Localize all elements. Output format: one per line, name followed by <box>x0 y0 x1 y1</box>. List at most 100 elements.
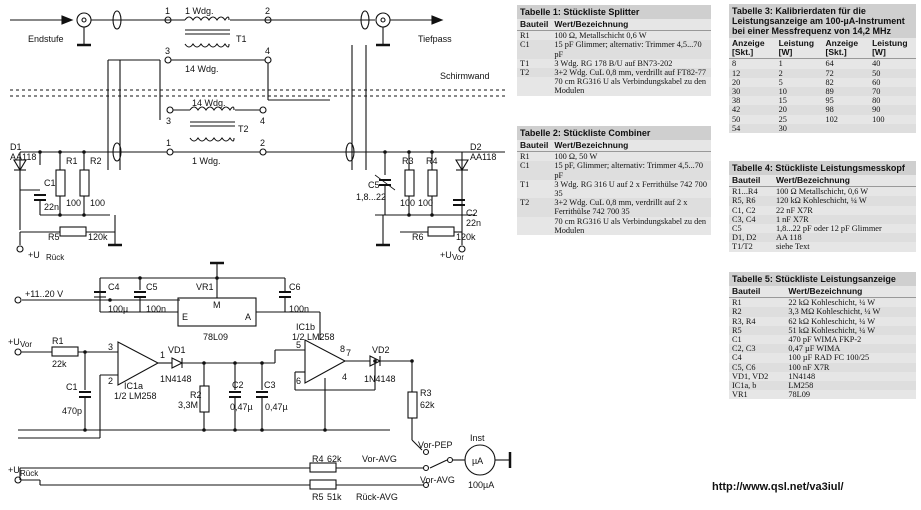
table-cell: 100 <box>872 114 885 124</box>
label-meter-c2: C2 <box>232 380 244 390</box>
label-urueck-sub: Rück <box>46 253 65 262</box>
table-cell: 470 pF WIMA FKP-2 <box>788 335 862 345</box>
table-cell: 20 <box>732 77 741 87</box>
table-cell: 78L09 <box>788 390 811 400</box>
table-header: Wert/Bezeichnung <box>551 19 711 32</box>
label-inst-value: 100µA <box>468 480 494 490</box>
label-sw-avg: Vor-AVG <box>420 475 455 485</box>
label-reg-m: M <box>213 300 221 310</box>
table-cell: 60 <box>872 77 881 87</box>
label-meter-c3-value: 0,47µ <box>265 402 288 412</box>
label-meter-r4-value: 62k <box>327 454 342 464</box>
table-cell <box>517 77 551 95</box>
table-cell: 8 <box>732 59 737 69</box>
label-c2: C2 <box>466 208 478 218</box>
label-ic1b: IC1b <box>296 322 315 332</box>
pin-3: 3 <box>165 46 170 56</box>
label-vr1: VR1 <box>196 282 214 292</box>
label-c5m: C5 <box>146 282 158 292</box>
label-r3: R3 <box>402 156 414 166</box>
label-meter-urueck: +U <box>8 465 20 475</box>
label-meter-r4: R4 <box>312 454 324 464</box>
label-meter-r3-value: 62k <box>420 400 435 410</box>
table-cell: 120 kΩ Kohleschicht, ¼ W <box>772 196 916 206</box>
label-meter-c2-value: 0,47µ <box>230 402 253 412</box>
table-cell: 42 <box>729 105 776 115</box>
label-r2-value: 100 <box>90 198 105 208</box>
label-ic1a: IC1a <box>124 381 143 391</box>
table-power-display-caption: Tabelle 5: Stückliste Leistungsanzeige <box>729 272 916 286</box>
label-r6-value: 120k <box>456 232 476 242</box>
table-cell: 100 Ω, 50 W <box>554 152 598 162</box>
label-t1-w1: 1 Wdg. <box>185 6 214 16</box>
table-cell: 3+2 Wdg. CuL 0,8 mm, verdrillt auf FT82-… <box>551 68 711 78</box>
table-row: 70 cm RG316 U als Verbindungskabel zu de… <box>517 77 711 95</box>
pin-1b: 1 <box>166 138 171 148</box>
label-r3-value: 100 <box>400 198 415 208</box>
table-cell: 82 <box>825 77 834 87</box>
table-cell: R2 <box>729 307 786 317</box>
label-vd2: VD2 <box>372 345 390 355</box>
label-meter-r5-value: 51k <box>327 492 342 502</box>
label-c4-value: 100µ <box>108 304 128 314</box>
table-cell: 12 <box>729 68 776 78</box>
table-header: Bauteil <box>517 140 552 153</box>
table-cell: 100 µF RAD FC 100/25 <box>788 353 870 363</box>
table-cell: R3, R4 <box>732 316 756 326</box>
label-r2: R2 <box>90 156 102 166</box>
label-r6: R6 <box>412 232 424 242</box>
table-cell: C1, C2 <box>732 205 756 215</box>
table-row: VR1 78L09 <box>729 390 916 399</box>
circuit-schematic: Endstufe Tiefpass Schirmwand 1 Wdg. 14 W… <box>8 6 512 502</box>
label-pin1: 1 <box>160 350 165 360</box>
pin-2: 2 <box>265 6 270 16</box>
table-power-display: Tabelle 5: Stückliste Leistungsanzeige B… <box>729 272 916 400</box>
label-vd1: VD1 <box>168 345 186 355</box>
table-cell: 1 nF X7R <box>772 214 916 225</box>
pin-1: 1 <box>165 6 170 16</box>
table-cell: 30 <box>729 87 776 97</box>
table-cell: 70 cm RG316 U als Verbindungskabel zu de… <box>554 77 707 96</box>
table-cell: 10 <box>775 87 823 97</box>
label-t2-w1: 14 Wdg. <box>192 98 226 108</box>
table-cell: C5, C6 <box>729 362 786 372</box>
label-schirmwand: Schirmwand <box>440 71 490 81</box>
table-cell: siehe Text <box>775 242 810 252</box>
label-tiefpass: Tiefpass <box>418 34 452 44</box>
table-cell: 15 <box>778 96 787 106</box>
label-ic1a-type: 1/2 LM258 <box>114 391 157 401</box>
table-cell: 95 <box>825 96 834 106</box>
table-cell: 51 kΩ Kohleschicht, ¼ W <box>785 325 916 336</box>
pin-4: 4 <box>265 46 270 56</box>
label-meter-urueck-sub: Rück <box>20 469 39 478</box>
label-reg-e: E <box>182 312 188 322</box>
table-header: Wert/Bezeichnung <box>785 286 916 299</box>
label-c6: C6 <box>289 282 301 292</box>
label-c1: C1 <box>44 178 56 188</box>
label-meter-uvor-sub: Vor <box>20 340 32 349</box>
table-cell: LM258 <box>785 381 916 391</box>
table-header: Anzeige [Skt.] <box>729 38 776 60</box>
table-cell: VR1 <box>732 390 748 400</box>
label-r1-value: 100 <box>66 198 81 208</box>
source-url[interactable]: http://www.qsl.net/va3iul/ <box>712 481 844 493</box>
label-r4-value: 100 <box>418 198 433 208</box>
label-meter-r2-value: 3,3M <box>178 400 198 410</box>
table-cell: T2 <box>517 198 552 217</box>
table-cell: 90 <box>869 105 916 115</box>
label-c2-value: 22n <box>466 218 481 228</box>
table-cell: 15 pF Glimmer; alternativ: Trimmer 4,5..… <box>551 40 711 59</box>
label-t2: T2 <box>238 124 249 134</box>
label-t1-w2: 14 Wdg. <box>185 64 219 74</box>
